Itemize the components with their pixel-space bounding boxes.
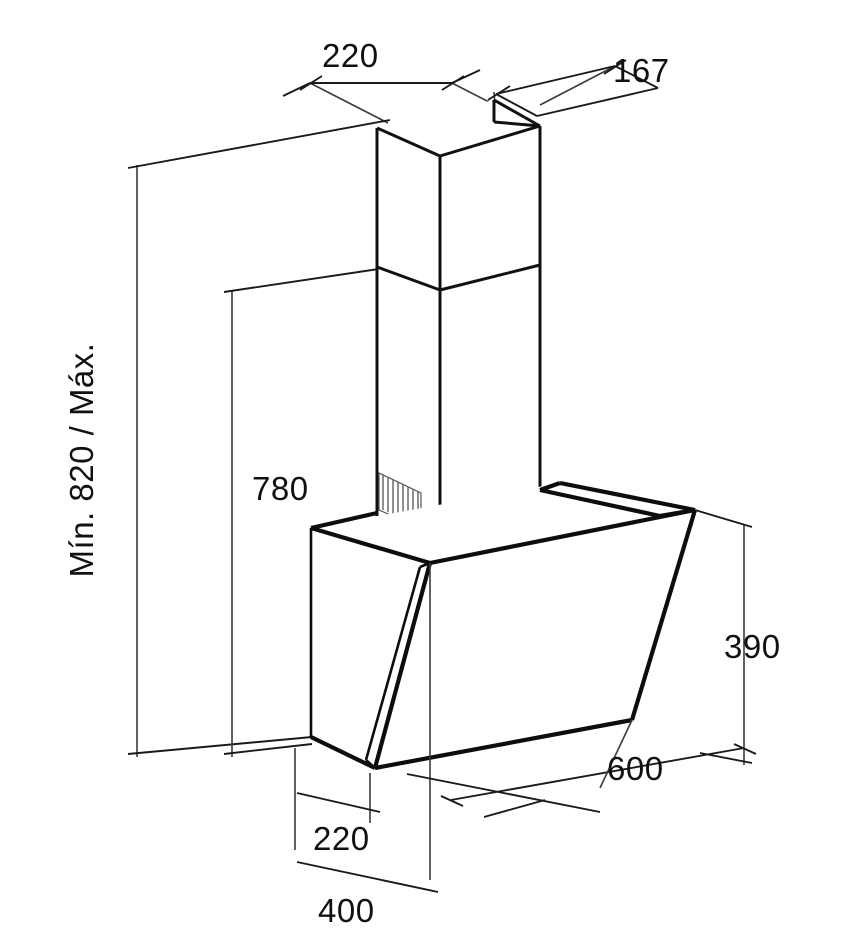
- dim-leader-820-upper: [127, 119, 391, 169]
- dim-leader-780-upper: [223, 266, 393, 293]
- dim-leader-820-lower: [127, 736, 313, 755]
- chimney-upper-right-face: [440, 126, 540, 545]
- ext-line-167-right: [539, 65, 616, 106]
- dimension-label-body-depth-inner: 220: [313, 820, 370, 857]
- chimney-top-face: [377, 100, 540, 156]
- dim-tick-167-left: [487, 85, 511, 101]
- hood-front-panel-face: [375, 510, 695, 768]
- hood-front-panel-thickness-top: [419, 561, 431, 569]
- ext-line-220-top-left: [309, 82, 389, 124]
- dim-line-167-lower: [536, 87, 659, 117]
- dimension-label-install-height: Mín. 820 / Máx.: [63, 343, 100, 578]
- chimney-top-inner-edge: [493, 120, 541, 128]
- dim-tick-600-left: [440, 795, 464, 807]
- hood-body: [309, 480, 698, 790]
- dim-line-220-bottom: [296, 792, 381, 813]
- hood-front-panel-left-edge-outer: [372, 562, 433, 769]
- dim-leader-780-lower: [223, 743, 313, 755]
- hood-bottom-front-edge: [374, 717, 633, 771]
- hood-bottom-edge-left: [310, 735, 376, 770]
- dimension-label-body-depth: 400: [318, 892, 375, 929]
- dim-connector-167-right: [614, 65, 659, 89]
- dimension-label-body-width: 600: [607, 750, 664, 787]
- chimney-top-back-right: [493, 98, 541, 128]
- dimension-label-chimney-width: 220: [322, 37, 379, 74]
- dimension-body-depth-inner: 220: [294, 748, 601, 880]
- hood-right-inclined-edge: [629, 509, 698, 721]
- hood-top-right-corner-edge: [659, 507, 696, 519]
- chimney-assembly: [375, 98, 542, 550]
- dimension-body-depth: 400: [296, 861, 439, 929]
- dim-connector-167-left: [495, 93, 538, 117]
- dimension-label-chimney-depth: 167: [613, 52, 670, 89]
- hood-top-front-edge: [429, 507, 696, 566]
- dim-leader-220-top-right: [451, 69, 481, 84]
- chimney-top-edge-right: [439, 124, 541, 158]
- dimension-label-body-height: 390: [724, 628, 781, 665]
- dim-leader-220-top-left: [282, 82, 311, 97]
- dim-line-220-bottom-right-leader: [406, 773, 601, 813]
- hood-top-edge-left: [310, 525, 431, 566]
- chimney-upper-left-face: [377, 128, 440, 545]
- chimney-top-edge-left: [376, 126, 441, 158]
- dimension-install-height: Mín. 820 / Máx.: [63, 119, 391, 757]
- ext-line-600-left: [599, 719, 633, 789]
- dimension-label-chimney-height: 780: [252, 470, 309, 507]
- dim-tick-220-bottom-inner: [483, 799, 546, 818]
- hood-front-panel-left-edge-inner: [364, 566, 422, 761]
- hood-top-back-left: [310, 510, 378, 531]
- dim-line-400-bottom: [296, 861, 439, 893]
- hood-top-right-corner-back: [539, 481, 561, 492]
- hood-top-edge-right-back: [559, 480, 696, 513]
- chimney-joint-right: [439, 263, 541, 292]
- dim-tick-220-top-left: [299, 75, 323, 91]
- hood-top-edge-right-inner: [539, 487, 661, 519]
- dim-leader-390-upper: [694, 509, 753, 528]
- dim-line-167-upper: [495, 65, 616, 95]
- dim-tick-600-right: [733, 743, 757, 755]
- dimension-chimney-height: 780: [223, 266, 393, 757]
- hood-front-panel-thickness-bottom: [365, 759, 376, 769]
- chimney-joint-left: [376, 265, 441, 292]
